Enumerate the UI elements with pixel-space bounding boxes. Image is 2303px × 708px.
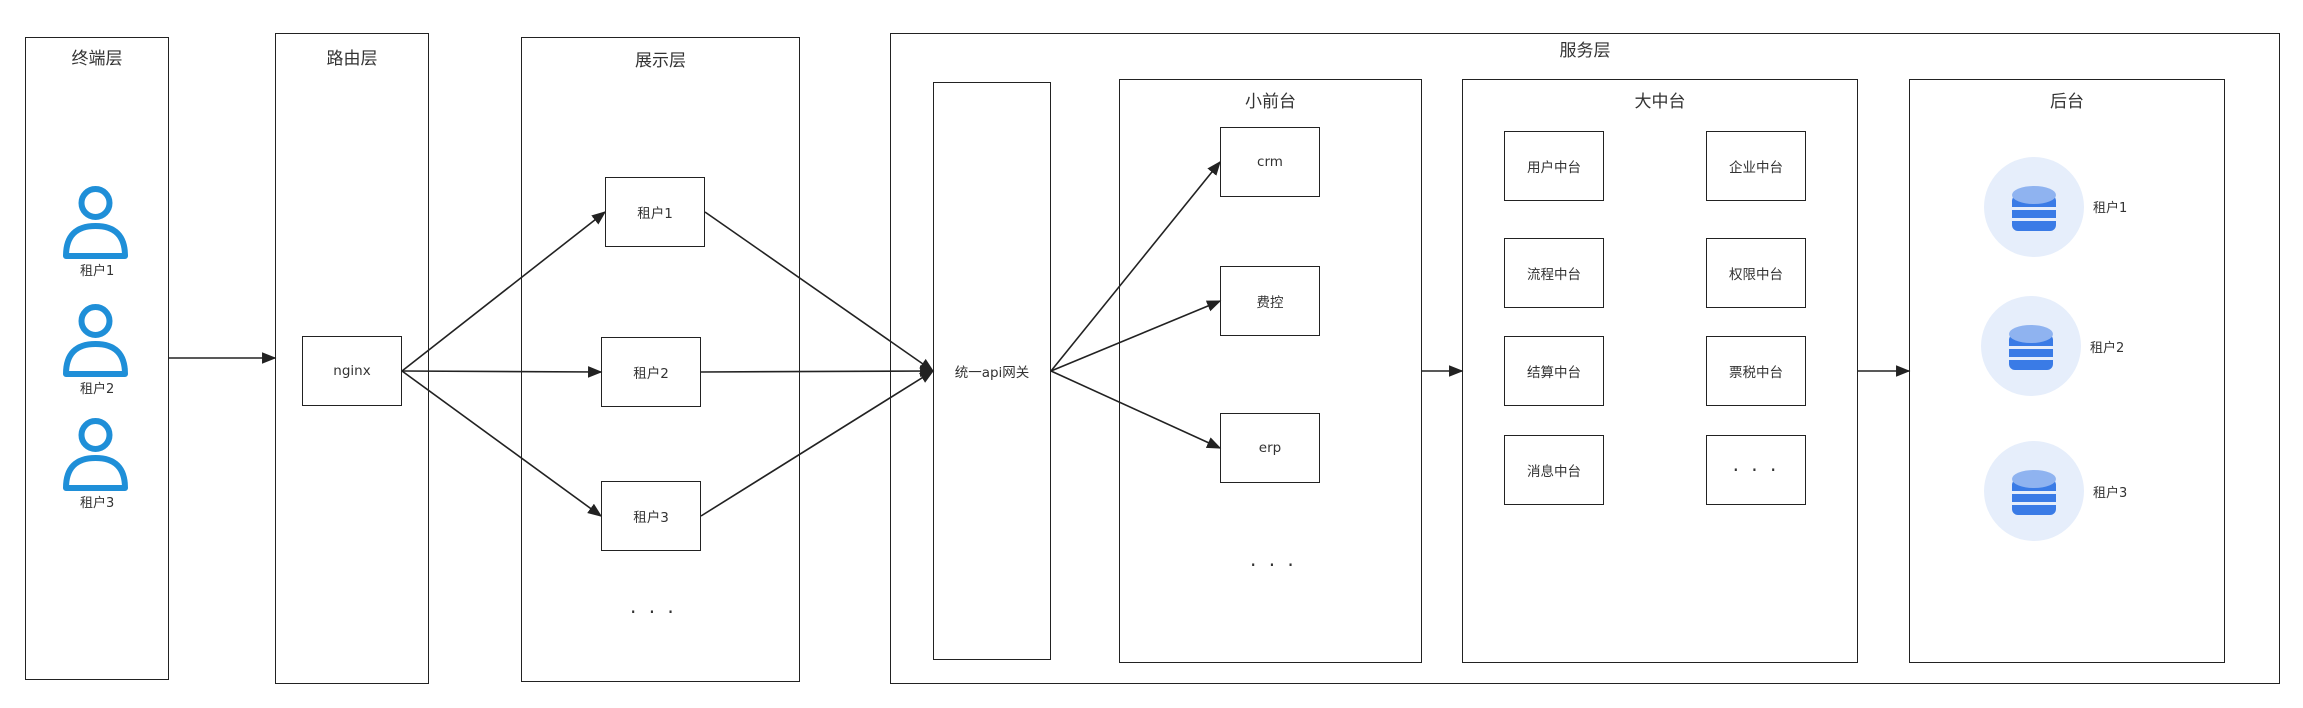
user-label: 租户1 xyxy=(80,264,115,279)
database-label: 租户2 xyxy=(2090,341,2125,356)
api-gateway-node: 统一api网关 xyxy=(933,82,1051,660)
small-frontend-ellipsis: · · · xyxy=(1250,553,1297,577)
middle-node: 流程中台 xyxy=(1504,238,1604,308)
crm-node: crm xyxy=(1220,127,1320,197)
erp-node: erp xyxy=(1220,413,1320,483)
big-middle-title: 大中台 xyxy=(1634,92,1686,112)
middle-node: 票税中台 xyxy=(1706,336,1806,406)
database-icon xyxy=(1984,441,2084,541)
database-icon xyxy=(1981,296,2081,396)
display-ellipsis: · · · xyxy=(630,600,677,624)
database-label: 租户1 xyxy=(2093,201,2128,216)
backend-title: 后台 xyxy=(2050,92,2084,112)
user-icon xyxy=(58,414,133,494)
display-layer-title: 展示层 xyxy=(635,51,686,71)
database-label: 租户3 xyxy=(2093,486,2128,501)
user-icon xyxy=(58,300,133,380)
display-tenant-node: 租户2 xyxy=(601,337,701,407)
terminal-layer: 终端层 xyxy=(25,37,169,680)
user-label: 租户3 xyxy=(80,496,115,511)
middle-node: 企业中台 xyxy=(1706,131,1806,201)
terminal-layer-title: 终端层 xyxy=(71,49,123,69)
nginx-node: nginx xyxy=(302,336,402,406)
display-tenant-node: 租户3 xyxy=(601,481,701,551)
middle-node: 用户中台 xyxy=(1504,131,1604,201)
database-icon xyxy=(1984,157,2084,257)
display-tenant-node: 租户1 xyxy=(605,177,705,247)
service-layer-title: 服务层 xyxy=(1559,41,1611,61)
user-icon xyxy=(58,182,133,262)
small-frontend-title: 小前台 xyxy=(1245,92,1296,112)
routing-layer-title: 路由层 xyxy=(326,49,378,69)
middle-ellipsis-node: · · · xyxy=(1706,435,1806,505)
user-label: 租户2 xyxy=(80,382,115,397)
middle-node: 结算中台 xyxy=(1504,336,1604,406)
middle-node: 消息中台 xyxy=(1504,435,1604,505)
expense-control-node: 费控 xyxy=(1220,266,1320,336)
middle-node: 权限中台 xyxy=(1706,238,1806,308)
